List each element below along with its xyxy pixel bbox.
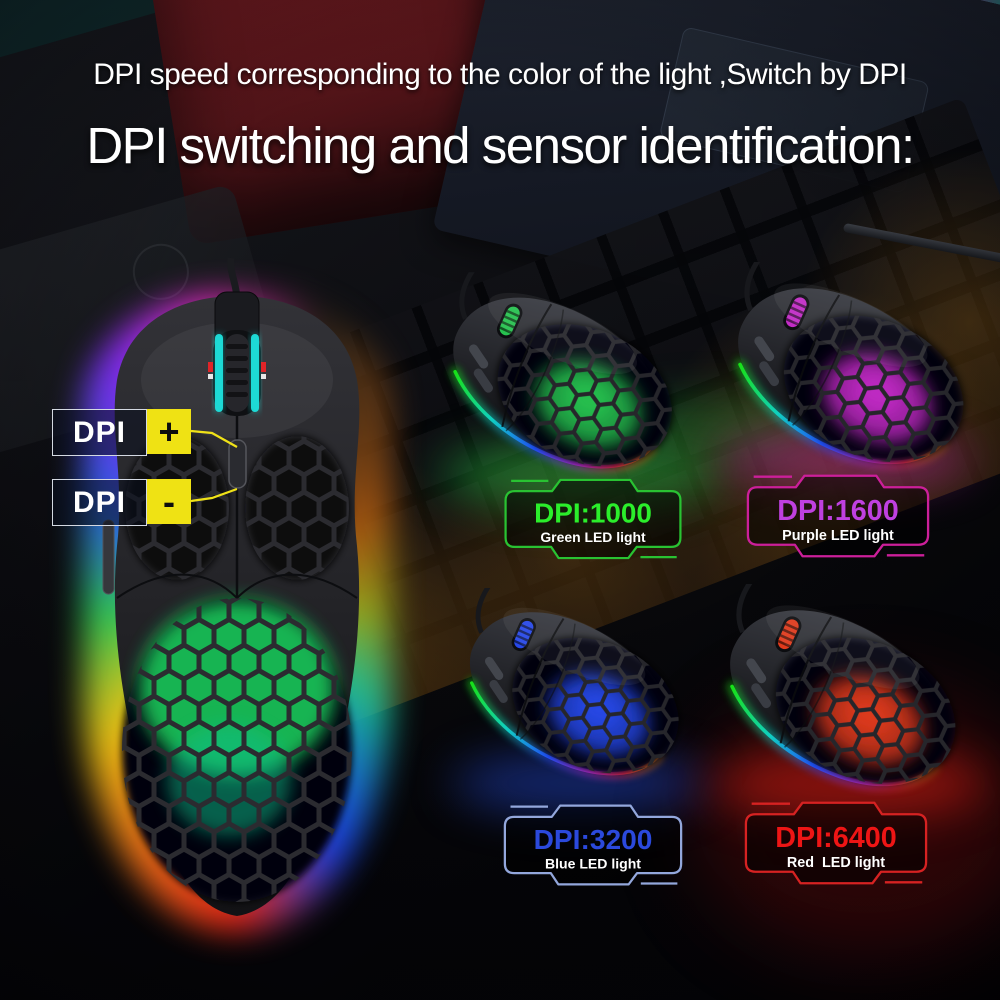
card-frame bbox=[503, 804, 683, 886]
dpi-button bbox=[228, 439, 247, 489]
button-seam bbox=[116, 573, 238, 599]
dpi-value: DPI:3200 bbox=[534, 824, 653, 855]
dpi-plus-label-box: DPI bbox=[52, 409, 147, 456]
wheel-led-strip bbox=[215, 334, 223, 412]
mouse-red-led bbox=[700, 584, 972, 802]
scroll-wheel-ribs bbox=[226, 344, 248, 397]
dpi-card-1000: DPI:1000 Green LED light bbox=[504, 478, 682, 560]
led-color-label: Green LED light bbox=[540, 529, 646, 545]
honeycomb-shell bbox=[245, 436, 349, 580]
dpi-card-3200: DPI:3200 Blue LED light bbox=[503, 804, 683, 886]
card-frame bbox=[504, 478, 682, 560]
wheel-white-accent bbox=[208, 374, 213, 379]
honeycomb-shell bbox=[122, 598, 352, 902]
wheel-red-accent bbox=[261, 362, 266, 372]
dpi-minus-label: DPI bbox=[72, 485, 126, 519]
mouse-green-led bbox=[425, 272, 687, 484]
dpi-card-6400: DPI:6400 Red LED light bbox=[744, 801, 928, 885]
dpi-minus-label-box: DPI bbox=[52, 479, 147, 526]
dpi-plus-label: DPI bbox=[72, 415, 126, 449]
page-title: DPI switching and sensor identification: bbox=[86, 117, 915, 174]
side-button bbox=[102, 519, 115, 595]
dpi-plus-sign-box: + bbox=[147, 409, 191, 454]
dpi-card-1600: DPI:1600 Purple LED light bbox=[746, 474, 930, 558]
wheel-white-accent bbox=[261, 374, 266, 379]
led-color-label: Red LED light bbox=[787, 855, 885, 871]
dpi-minus-sign-box: - bbox=[147, 479, 191, 524]
wheel-red-accent bbox=[208, 362, 213, 372]
led-color-label: Purple LED light bbox=[782, 528, 894, 544]
button-seam bbox=[236, 573, 358, 599]
card-frame-dashes bbox=[751, 802, 923, 884]
wheel-led-strip bbox=[251, 334, 259, 412]
card-frame-dashes bbox=[510, 805, 678, 885]
subtitle: DPI speed corresponding to the color of … bbox=[93, 58, 907, 91]
minus-icon: - bbox=[163, 480, 175, 522]
main-mouse-top-view bbox=[102, 257, 360, 916]
plus-icon: + bbox=[158, 410, 180, 452]
mouse-blue-led bbox=[442, 588, 694, 790]
dpi-value: DPI:1600 bbox=[777, 495, 898, 527]
dpi-value: DPI:1000 bbox=[534, 498, 652, 529]
led-color-label: Blue LED light bbox=[545, 855, 641, 871]
card-frame bbox=[746, 474, 930, 558]
dpi-value: DPI:6400 bbox=[775, 822, 896, 854]
card-frame-dashes bbox=[511, 479, 677, 559]
mouse-purple-led bbox=[708, 262, 980, 480]
card-frame bbox=[744, 801, 928, 885]
card-frame-dashes bbox=[753, 475, 925, 557]
